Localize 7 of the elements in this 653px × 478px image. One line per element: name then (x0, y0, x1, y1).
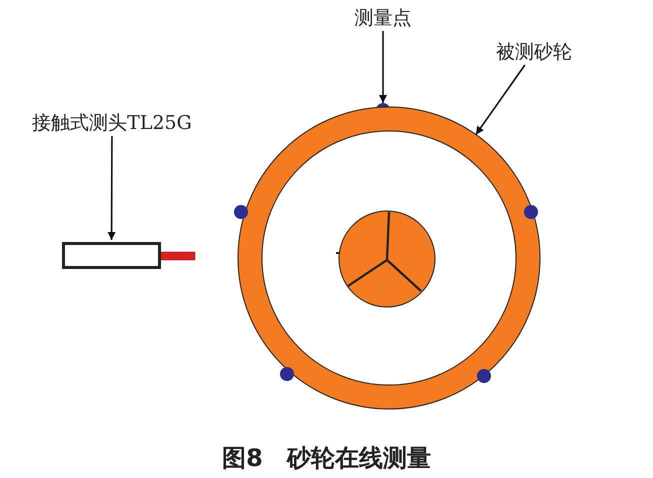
leader-arrow (108, 136, 116, 240)
leader-arrow (475, 64, 526, 135)
callout-label: 被测砂轮 (495, 41, 573, 63)
figure-caption: 图8 砂轮在线测量 (221, 444, 432, 472)
callout-label: 接触式测头TL25G (31, 112, 193, 134)
callout-label: 测量点 (354, 7, 412, 29)
leader-arrow (379, 31, 387, 103)
